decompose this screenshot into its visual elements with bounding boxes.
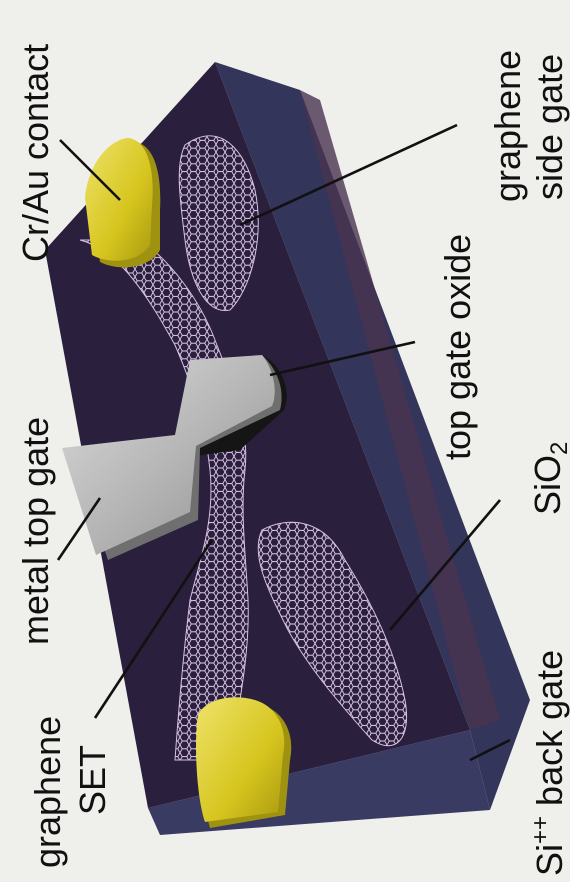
label-sio2-subscript: 2	[546, 442, 570, 455]
label-graphene-set-line2: SET	[72, 745, 113, 815]
label-back-gate-base: Si	[529, 844, 570, 876]
label-top-gate-oxide: top gate oxide	[437, 234, 478, 460]
label-sio2-base: SiO	[527, 455, 568, 515]
cr-au-contact-top	[85, 138, 160, 267]
label-back-gate-superscript: ++	[527, 816, 554, 844]
label-back-gate-rest: back gate	[529, 650, 570, 816]
label-sio2: SiO2	[527, 442, 570, 515]
label-back-gate: Si++ back gate	[527, 650, 570, 876]
label-graphene-side-gate-line2: side gate	[529, 54, 570, 200]
label-metal-top-gate: metal top gate	[15, 417, 56, 645]
cr-au-contact-bottom	[196, 697, 291, 828]
label-graphene-side-gate-line1: graphene	[487, 50, 528, 202]
label-graphene-set-line1: graphene	[27, 716, 68, 868]
label-cr-au-contact: Cr/Au contact	[15, 44, 56, 262]
